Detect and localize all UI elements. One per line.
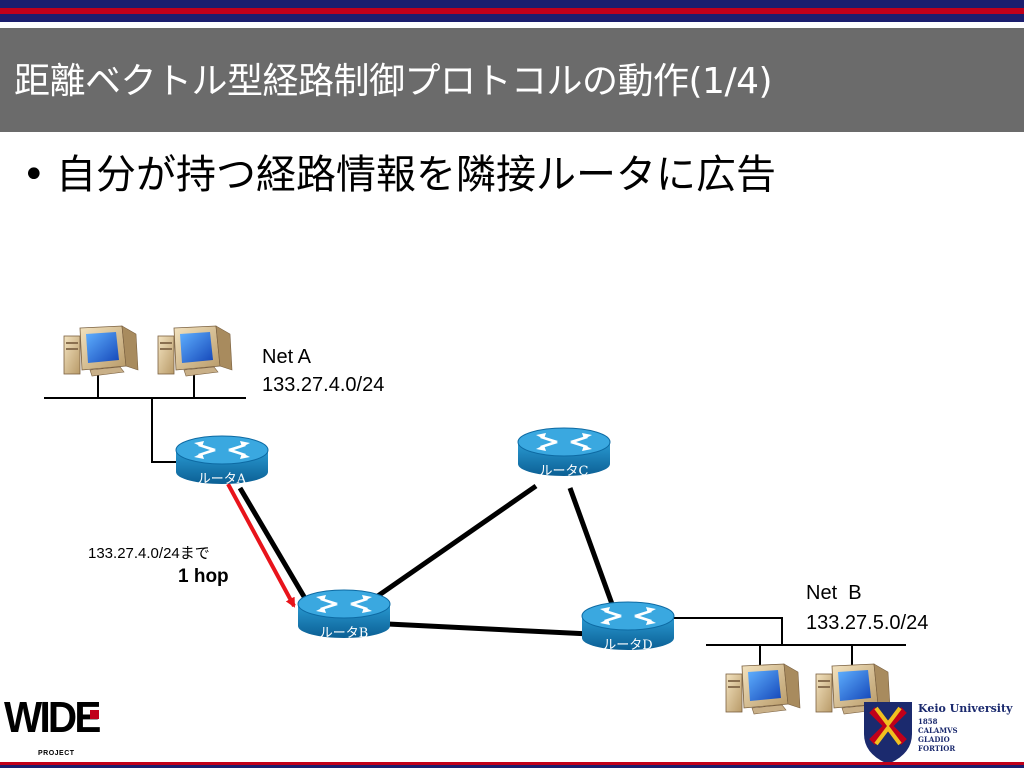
router-c-label: ルータC — [540, 464, 589, 479]
keio-name: Keio University — [918, 702, 1013, 715]
bottom-red-stripe — [0, 762, 1024, 765]
link-b-d — [387, 621, 591, 637]
advertised-metric: 1 hop — [178, 566, 229, 587]
bullet-item: •自分が持つ経路情報を隣接ルータに広告 — [22, 142, 776, 200]
net-b-prefix: 133.27.5.0/24 — [806, 612, 929, 634]
router-a-label: ルータA — [198, 472, 247, 487]
slide-title: 距離ベクトル型経路制御プロトコルの動作(1/4) — [14, 61, 773, 102]
top-red-stripe — [0, 8, 1024, 14]
link-c-d — [567, 487, 615, 605]
net-a-prefix: 133.27.4.0/24 — [262, 374, 385, 396]
router-d: ルータD — [581, 601, 675, 653]
bullet-text: 自分が持つ経路情報を隣接ルータに広告 — [56, 152, 776, 198]
top-navy-stripe-2 — [0, 14, 1024, 22]
link-b-c — [370, 483, 538, 603]
top-white-gap — [0, 22, 1024, 28]
keio-year: 1858 — [918, 717, 938, 726]
keio-motto-1: CALAMVS — [918, 726, 958, 735]
bullet-marker: • — [22, 152, 46, 198]
net-b-name: Net B — [806, 582, 862, 604]
net-a-name: Net A — [262, 346, 311, 368]
router-b: ルータB — [297, 589, 391, 641]
net-b-uplink — [672, 617, 783, 645]
wide-logo-text: WIDE — [4, 693, 101, 742]
router-b-label: ルータB — [320, 626, 369, 641]
wide-logo: WIDE PROJECT — [4, 693, 101, 764]
pc-icon-net-b-1 — [725, 663, 801, 715]
wide-logo-subtext: PROJECT — [38, 750, 75, 757]
keio-crest-icon — [864, 702, 912, 764]
keio-motto-2: GLADIO — [918, 735, 950, 744]
link-a-b — [237, 486, 309, 602]
advertised-route: 133.27.4.0/24まで — [88, 545, 210, 562]
pc-icon-net-a-1 — [63, 325, 139, 377]
advertisement-arrow — [226, 483, 296, 608]
title-bar — [0, 28, 1024, 132]
router-a: ルータA — [175, 435, 269, 487]
router-c: ルータC — [517, 427, 611, 479]
keio-logo: Keio University 1858 CALAMVS GLADIO FORT… — [918, 702, 1022, 753]
pc-icon-net-a-2 — [157, 325, 233, 377]
keio-motto-3: FORTIOR — [918, 744, 956, 753]
wide-logo-accent — [90, 710, 99, 719]
top-navy-stripe — [0, 0, 1024, 8]
router-d-label: ルータD — [603, 638, 652, 653]
bottom-navy-stripe — [0, 765, 1024, 768]
